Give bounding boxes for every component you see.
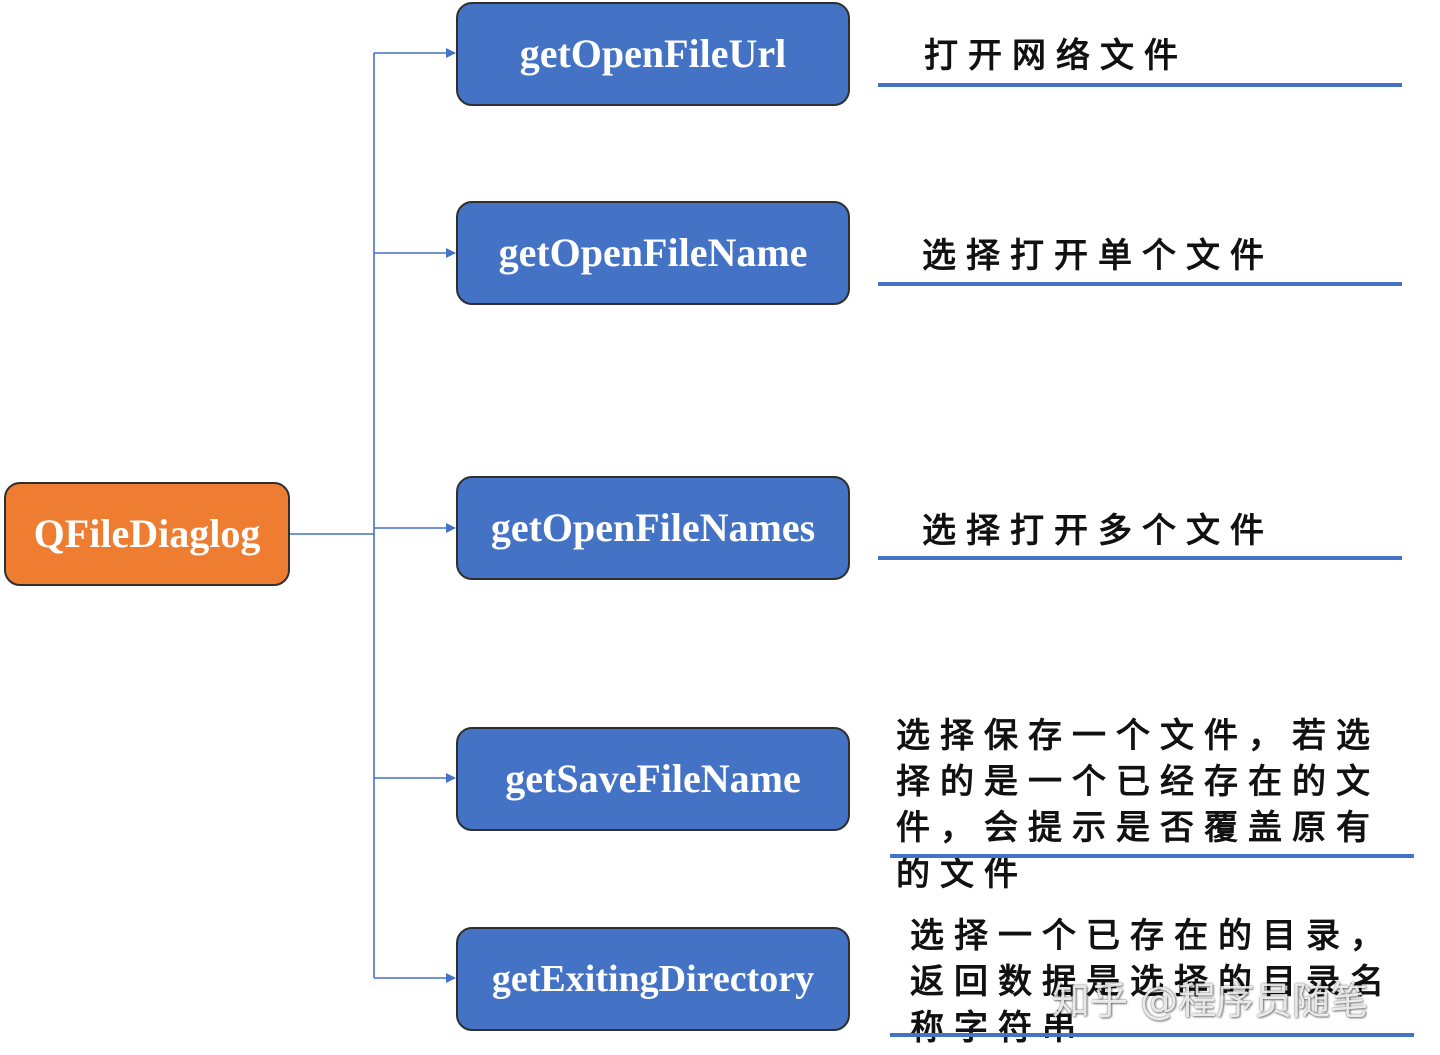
description-getopenfilename: 选择打开单个文件: [922, 236, 1274, 276]
description-underline: [890, 854, 1414, 858]
method-node-label: getOpenFileUrl: [519, 30, 787, 76]
description-underline: [890, 1033, 1414, 1037]
method-node-getsavefilename: getSaveFileName: [456, 727, 850, 831]
method-node-getopenfilename: getOpenFileName: [456, 201, 850, 305]
method-node-label: getSaveFileName: [505, 755, 801, 801]
method-node-label: getOpenFileName: [498, 229, 808, 275]
description-underline: [878, 282, 1402, 286]
description-getopenfilenames: 选择打开多个文件: [922, 511, 1274, 551]
method-node-getopenfilenames: getOpenFileNames: [456, 476, 850, 580]
description-getexitingdirectory: 选择一个已存在的目录，返回数据是选择的目录名称字符串: [910, 916, 1394, 1048]
method-node-label: getOpenFileNames: [490, 504, 816, 550]
description-getsavefilename: 选择保存一个文件，若选择的是一个已经存在的文件，会提示是否覆盖原有的文件: [896, 716, 1380, 894]
description-getopenfileurl: 打开网络文件: [924, 36, 1188, 76]
root-node-label: QFileDiaglog: [33, 510, 261, 556]
method-node-label: getExitingDirectory: [491, 958, 815, 1000]
method-node-getexitingdirectory: getExitingDirectory: [456, 927, 850, 1031]
method-node-getopenfileurl: getOpenFileUrl: [456, 2, 850, 106]
watermark: 知乎 @程序员随笔: [1052, 979, 1369, 1023]
description-underline: [878, 556, 1402, 560]
description-underline: [878, 83, 1402, 87]
root-node: QFileDiaglog: [4, 482, 290, 586]
